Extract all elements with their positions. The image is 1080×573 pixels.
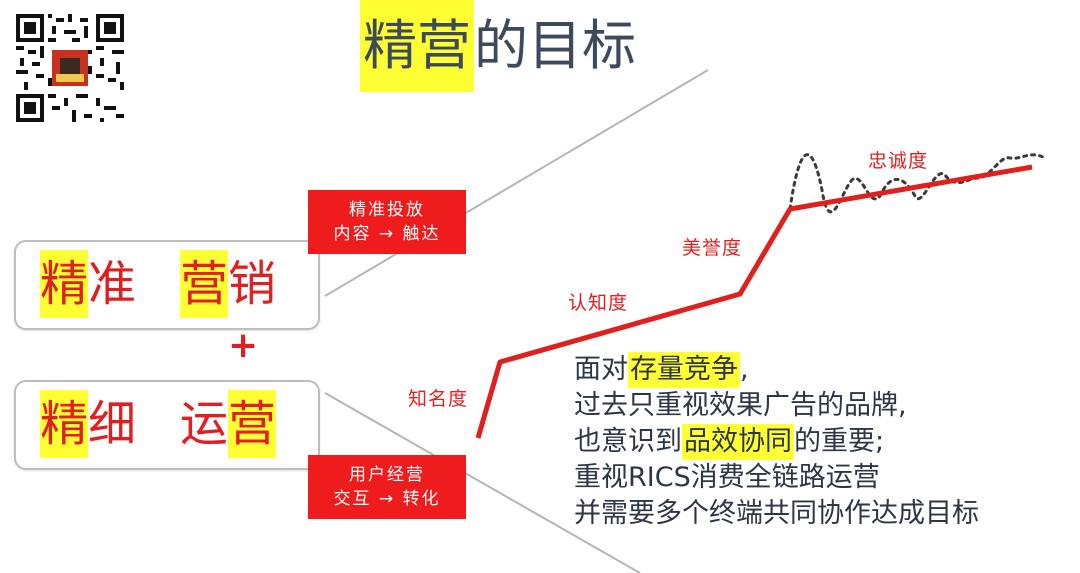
- box1-char-4: 销: [228, 256, 277, 312]
- fine-operation-box: 精细运营: [14, 380, 320, 470]
- description-paragraph: 面对存量竞争, 过去只重视效果广告的品牌, 也意识到品效协同的重要; 重视RIC…: [574, 352, 979, 532]
- para-line-1-b: ,: [740, 354, 749, 385]
- redbox1-line2: 内容 → 触达: [333, 224, 441, 244]
- page-title: 精营的目标: [360, 0, 636, 92]
- box1-char-3: 营: [180, 250, 229, 318]
- precision-marketing-box: 精准营销: [14, 240, 320, 330]
- growth-curve: [475, 164, 1033, 439]
- box2-char-1: 精: [40, 390, 89, 458]
- box2-char-4: 营: [228, 390, 277, 458]
- title-rest: 的目标: [474, 14, 636, 77]
- para-line-2: 过去只重视效果广告的品牌,: [574, 390, 907, 421]
- stage-label-cognition: 认知度: [568, 292, 629, 314]
- redbox1-line1: 精准投放: [349, 200, 425, 220]
- stage-label-reputation: 美誉度: [682, 237, 743, 259]
- connector-line-lower: [324, 392, 641, 573]
- para-line-3-highlight: 品效协同: [682, 424, 794, 460]
- stage-label-awareness: 知名度: [408, 388, 469, 410]
- plus-sign: +: [228, 325, 259, 366]
- box2-char-2: 细: [88, 396, 137, 452]
- redbox-user-operation: 用户经营 交互 → 转化: [308, 455, 466, 519]
- para-line-3: 也意识到品效协同的重要;: [574, 424, 979, 460]
- box1-char-1: 精: [40, 250, 89, 318]
- title-highlight: 精营: [360, 0, 474, 92]
- stage-label-loyalty: 忠诚度: [868, 150, 929, 172]
- redbox-precise-delivery: 精准投放 内容 → 触达: [308, 190, 466, 254]
- para-line-1-highlight: 存量竞争: [628, 352, 740, 388]
- para-line-5: 并需要多个终端共同协作达成目标: [574, 498, 979, 529]
- loyalty-dotted-wave: [788, 153, 1047, 214]
- para-line-3-a: 也意识到: [574, 426, 682, 457]
- redbox2-line2: 交互 → 转化: [333, 489, 441, 509]
- fine-operation-text: 精细运营: [40, 390, 277, 458]
- box1-char-2: 准: [88, 256, 137, 312]
- box2-char-3: 运: [180, 396, 229, 452]
- precision-marketing-text: 精准营销: [40, 250, 276, 318]
- redbox2-line1: 用户经营: [349, 465, 425, 485]
- para-line-4: 重视RICS消费全链路运营: [574, 462, 880, 493]
- connector-line-upper: [324, 69, 709, 297]
- para-line-1: 面对存量竞争,: [574, 352, 979, 388]
- para-line-3-b: 的重要;: [794, 426, 885, 457]
- para-line-1-a: 面对: [574, 354, 628, 385]
- qr-code: [16, 14, 124, 122]
